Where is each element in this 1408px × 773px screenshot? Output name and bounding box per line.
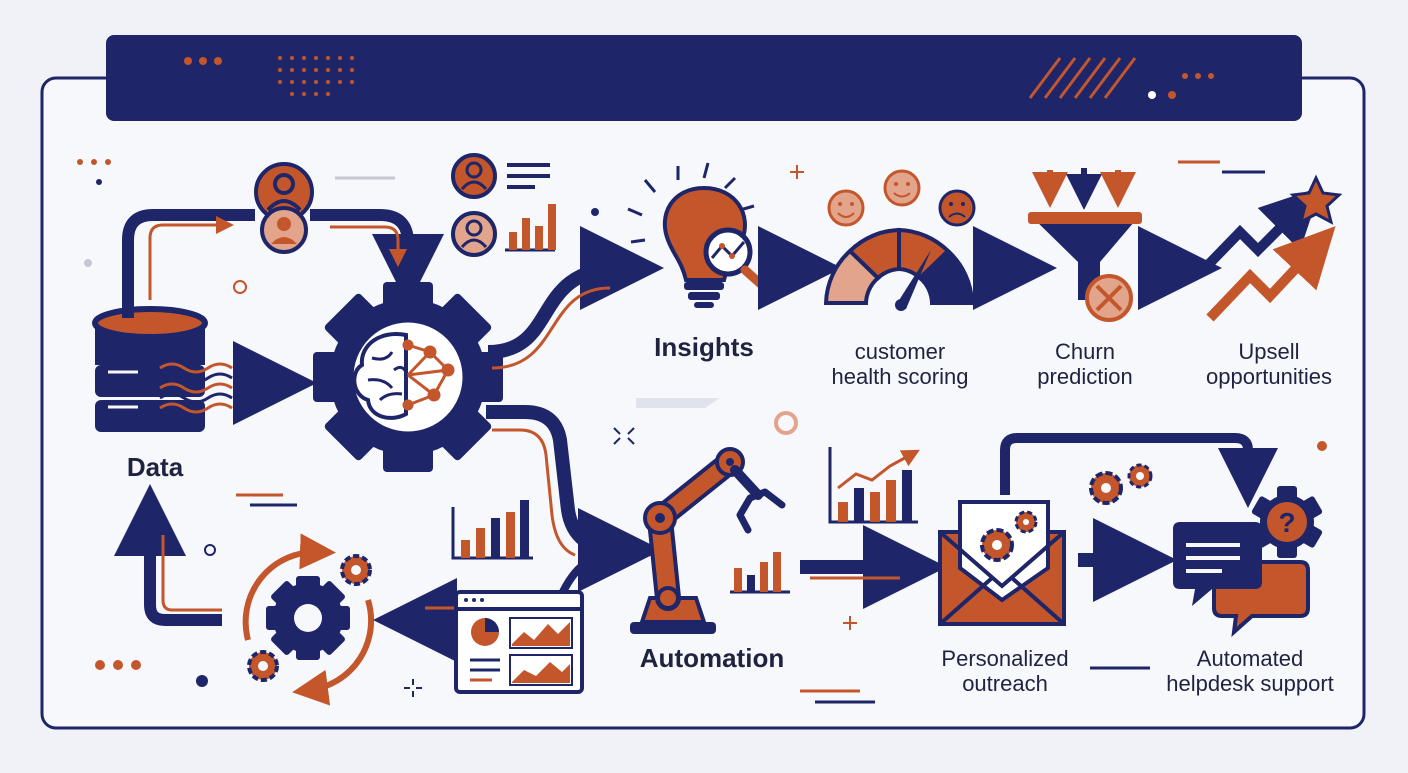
insights-label: Insights xyxy=(654,332,754,362)
health-scoring-label: customer health scoring xyxy=(810,339,990,389)
helpdesk-chat-icon: ? xyxy=(1173,486,1323,638)
ai-to-automation-arrow xyxy=(486,405,662,600)
upsell-arrows-icon xyxy=(1204,174,1343,322)
churn-prediction-line2: prediction xyxy=(1037,363,1133,389)
upsell-opportunities-line1: Upsell xyxy=(1238,339,1300,364)
health-scoring-line2: health scoring xyxy=(831,363,969,389)
data-label: Data xyxy=(126,452,184,482)
sentiment-faces-icon xyxy=(827,169,976,227)
stripes-decoration xyxy=(1028,57,1137,99)
scatter-decorations xyxy=(77,159,1327,704)
outreach-loop-arrow xyxy=(1000,433,1278,508)
customer-profile-loop xyxy=(122,209,444,318)
customer-profile-icon xyxy=(254,162,314,254)
helpdesk-support-line2: helpdesk support xyxy=(1166,670,1334,696)
personalized-outreach-line1: Personalized xyxy=(941,646,1069,671)
refresh-gears-icon xyxy=(242,533,375,706)
dot-grid-decoration xyxy=(278,56,354,96)
mini-bar-chart-icon xyxy=(730,552,790,594)
growth-chart-icon xyxy=(828,447,920,524)
analytics-dashboard-icon xyxy=(454,590,584,694)
robot-arm-icon xyxy=(630,447,786,634)
health-gauge-icon xyxy=(823,227,975,311)
automation-label: Automation xyxy=(639,643,785,673)
lightbulb-insight-icon xyxy=(627,162,779,308)
bar-chart-icon xyxy=(451,500,533,560)
upsell-opportunities-label: Upsell opportunities xyxy=(1184,339,1354,389)
personalized-outreach-line2: outreach xyxy=(962,670,1048,696)
churn-prediction-label: Churn prediction xyxy=(1010,339,1160,389)
svg-text:?: ? xyxy=(1278,507,1295,538)
churn-funnel-icon xyxy=(1028,168,1142,322)
database-icon xyxy=(92,306,233,432)
personalized-outreach-label: Personalized outreach xyxy=(915,646,1095,696)
customer-list-icon xyxy=(451,153,556,257)
health-scoring-line1: customer xyxy=(854,339,946,364)
process-gears-icon xyxy=(1089,463,1153,505)
churn-prediction-line1: Churn xyxy=(1055,339,1115,364)
feedback-loop-arrow xyxy=(114,484,222,626)
helpdesk-support-label: Automated helpdesk support xyxy=(1150,646,1350,696)
upsell-opportunities-line2: opportunities xyxy=(1206,363,1332,389)
helpdesk-support-line1: Automated xyxy=(1196,646,1304,671)
ai-to-insights-arrow xyxy=(487,226,664,370)
ai-brain-gear-icon xyxy=(313,282,503,472)
email-outreach-icon xyxy=(938,500,1066,626)
header-banner xyxy=(106,35,1302,121)
